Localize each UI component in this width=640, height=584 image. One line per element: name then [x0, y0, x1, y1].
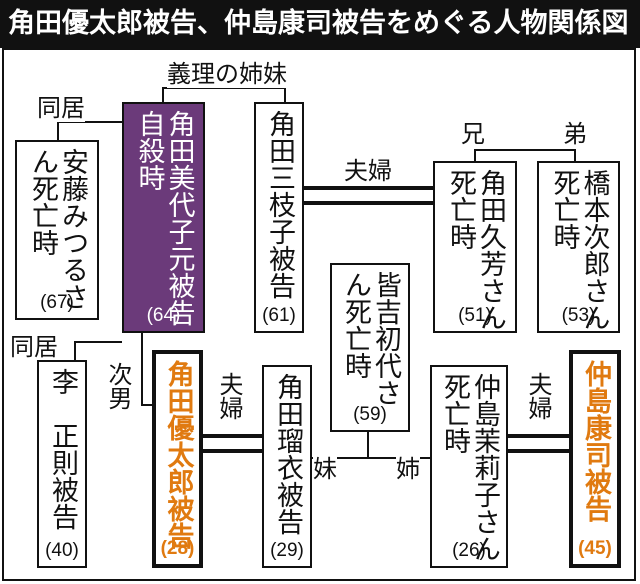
- label-older-brother: 兄: [461, 120, 485, 148]
- person-box-mariko: 仲島茉莉子さん死亡時 (26): [430, 365, 508, 568]
- person-age-mariko: (26): [452, 540, 486, 561]
- person-name-ri: 李 正則被告: [47, 368, 78, 530]
- label-cohabit-top: 同居: [37, 94, 85, 122]
- person-box-koji: 仲島康司被告 (45): [569, 350, 621, 568]
- person-age-minayoshi: (59): [353, 404, 387, 425]
- person-name-mieko: 角田三枝子被告: [264, 110, 295, 299]
- brothers-connector: [474, 149, 576, 161]
- label-second-son: 次男: [104, 362, 132, 410]
- person-age-ri: (40): [45, 540, 79, 561]
- cohabit-bottom-connector: [74, 341, 122, 360]
- label-married-top: 夫婦: [344, 157, 392, 185]
- label-younger-brother: 弟: [563, 120, 587, 148]
- sisters-in-law-connector: [162, 87, 286, 102]
- label-married-left: 夫婦: [215, 372, 243, 420]
- person-name-yutaro: 角田優太郎被告: [162, 360, 194, 549]
- person-age-mieko: (61): [262, 305, 296, 326]
- person-age-hisayoshi: (51): [458, 305, 492, 326]
- person-name-koji: 仲島康司被告: [580, 360, 611, 522]
- label-older-sister: 姉: [396, 455, 420, 483]
- person-box-hisayoshi: 角田久芳さん死亡時 (51): [433, 161, 517, 333]
- person-name-hashimoto: 橋本次郎さん死亡時: [548, 169, 610, 331]
- page-title: 角田優太郎被告、仲島康司被告をめぐる人物関係図: [0, 0, 640, 48]
- diagram-frame: [2, 48, 636, 581]
- second-son-connector: [141, 333, 152, 406]
- label-sisters-in-law: 義理の姉妹: [167, 60, 287, 88]
- person-box-mieko: 角田三枝子被告 (61): [254, 102, 304, 333]
- person-name-mariko: 仲島茉莉子さん死亡時: [439, 373, 500, 562]
- person-age-yutaro: (28): [160, 538, 195, 559]
- person-box-ando: 安藤みつるさん死亡時 (67): [15, 140, 99, 320]
- person-age-ando: (67): [40, 292, 74, 313]
- person-box-rui: 角田瑠衣被告 (29): [262, 365, 312, 568]
- label-cohabit-bottom: 同居: [10, 333, 58, 361]
- person-name-miyoko: 角田美代子元被告自殺時: [133, 110, 195, 326]
- person-age-hashimoto: (53): [561, 305, 596, 326]
- person-box-yutaro: 角田優太郎被告 (28): [152, 350, 203, 568]
- person-name-rui: 角田瑠衣被告: [272, 373, 303, 535]
- person-name-minayoshi: 皆吉初代さん死亡時: [340, 271, 401, 406]
- person-age-rui: (29): [270, 540, 304, 561]
- person-name-hisayoshi: 角田久芳さん死亡時: [445, 169, 506, 331]
- person-age-koji: (45): [578, 538, 612, 559]
- person-age-miyoko: (64): [146, 305, 181, 326]
- person-name-ando: 安藤みつるさん死亡時: [27, 148, 88, 310]
- label-married-right: 夫婦: [524, 372, 552, 420]
- person-box-hashimoto: 橋本次郎さん死亡時 (53): [537, 161, 620, 333]
- person-box-miyoko: 角田美代子元被告自殺時 (64): [122, 102, 205, 333]
- person-box-minayoshi: 皆吉初代さん死亡時 (59): [330, 263, 410, 432]
- cohabit-top-connector: [57, 121, 122, 140]
- label-younger-sister: 妹: [313, 455, 337, 483]
- person-box-ri: 李 正則被告 (40): [37, 360, 87, 568]
